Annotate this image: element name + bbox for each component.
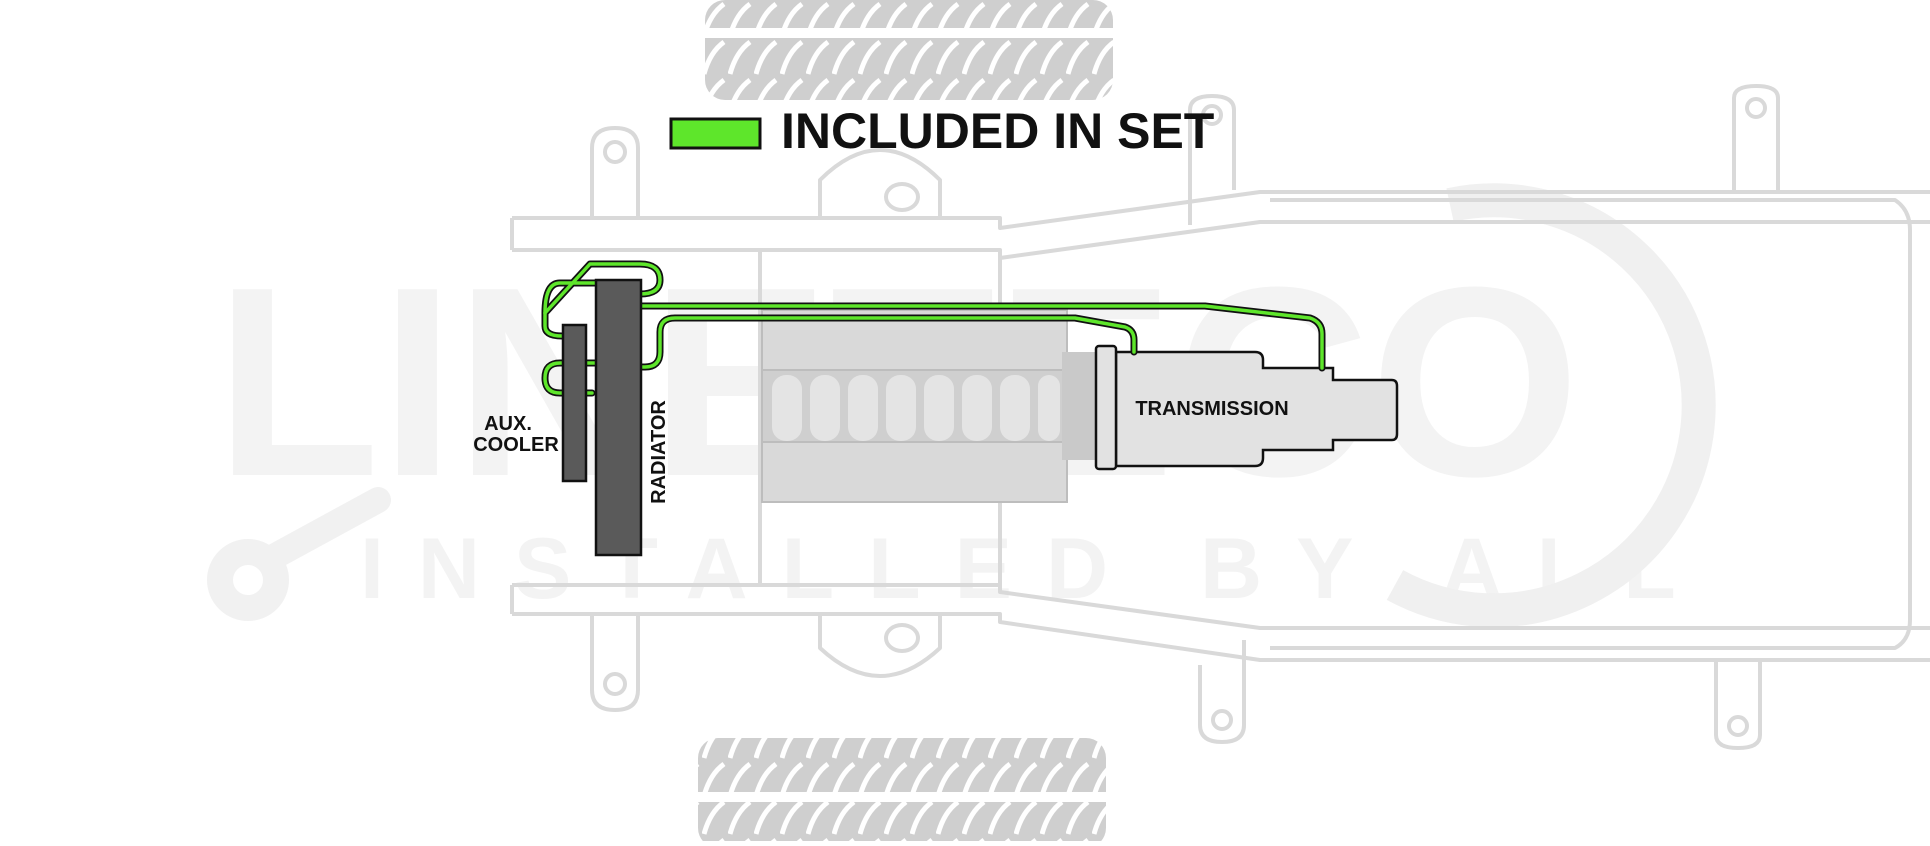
radiator-label: RADIATOR — [648, 400, 670, 504]
wrench-icon — [207, 487, 391, 621]
aux-cooler — [561, 323, 588, 483]
legend-label: INCLUDED IN SET — [781, 103, 1214, 159]
cooler-lines — [541, 260, 1326, 397]
engine-block — [761, 309, 1068, 503]
transmission — [1062, 344, 1399, 471]
transmission-label: TRANSMISSION — [1135, 398, 1288, 420]
aux-cooler-label-line1: AUX. — [484, 413, 532, 435]
swoosh-icon — [1386, 183, 1716, 628]
aux-cooler-label-line2: COOLER — [473, 434, 559, 456]
radiator — [594, 278, 643, 557]
tire-bottom — [698, 738, 1106, 846]
tire-top — [705, 0, 1113, 100]
legend: INCLUDED IN SET — [669, 103, 1214, 159]
legend-swatch — [669, 117, 762, 150]
